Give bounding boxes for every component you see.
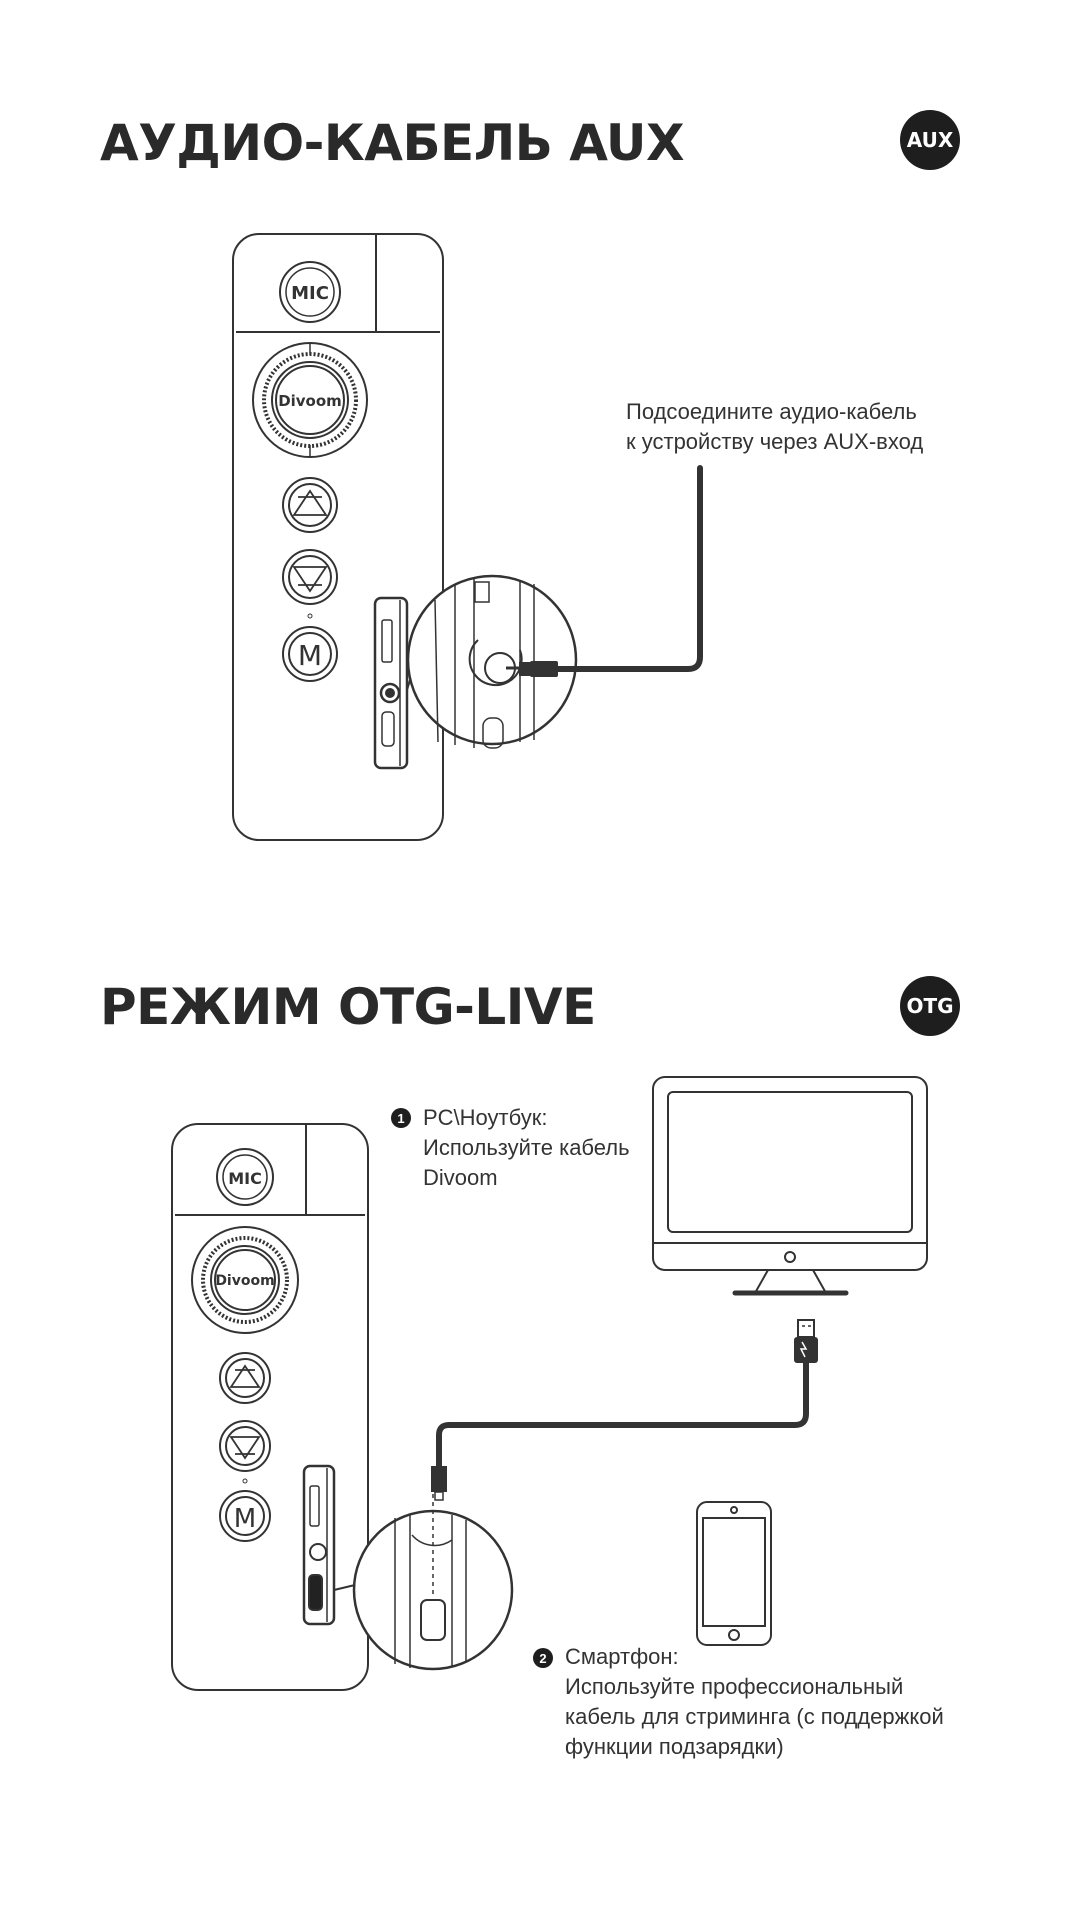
- usb-port-zoom: [333, 1494, 514, 1671]
- microphone-device-icon: [232, 233, 444, 841]
- step1-caption: PC\Ноутбук: Используйте кабель Divoom: [423, 1105, 630, 1190]
- usb-plug-icon: [431, 1319, 818, 1501]
- brand-label-2: Divoom: [215, 1273, 274, 1289]
- otg-section-title: РЕЖИМ OTG-LIVE: [100, 978, 596, 1036]
- aux-section-title: АУДИО-КАБЕЛЬ AUX: [100, 114, 685, 172]
- step2-number: 2: [533, 1648, 553, 1668]
- microphone-device-icon-2: [171, 1123, 369, 1691]
- mode-label: M: [298, 639, 322, 672]
- smartphone-icon: [696, 1501, 772, 1646]
- step1-number: 1: [391, 1108, 411, 1128]
- mode-label-2: M: [234, 1504, 256, 1534]
- brand-label: Divoom: [278, 392, 342, 410]
- step2-caption: Смартфон: Используйте профессиональный к…: [565, 1644, 944, 1759]
- aux-caption: Подсоедините аудио-кабель к устройству ч…: [626, 399, 924, 454]
- otg-badge: OTG: [900, 976, 960, 1036]
- mic-label-2: MIC: [228, 1169, 262, 1188]
- monitor-icon: [652, 1076, 928, 1296]
- mic-label: MIC: [291, 283, 329, 304]
- aux-badge: AUX: [900, 110, 960, 170]
- audio-jack-icon: [406, 465, 703, 749]
